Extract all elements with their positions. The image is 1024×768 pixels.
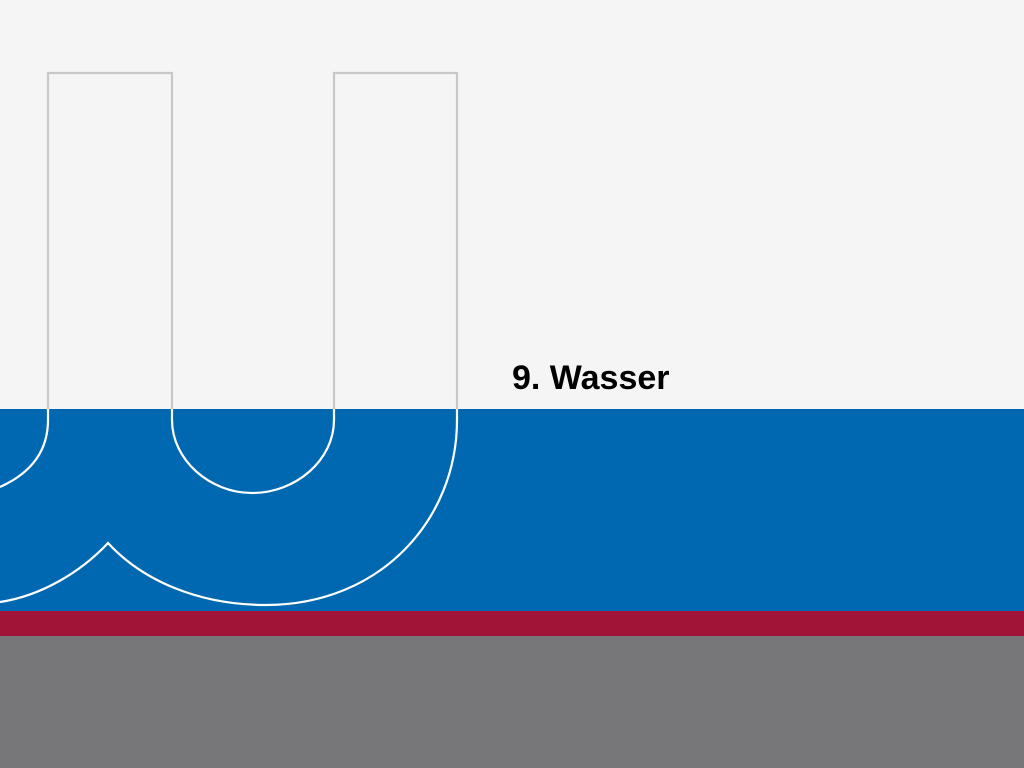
red-band — [0, 611, 1024, 636]
blue-band — [0, 409, 1024, 611]
slide-title: 9. Wasser — [512, 359, 670, 397]
background-top — [0, 0, 1024, 409]
gray-band — [0, 636, 1024, 768]
